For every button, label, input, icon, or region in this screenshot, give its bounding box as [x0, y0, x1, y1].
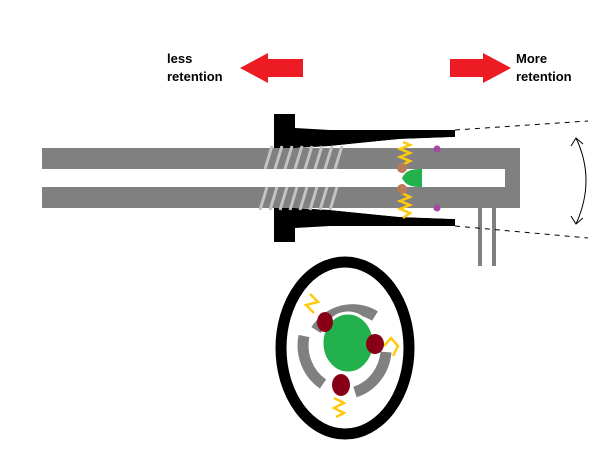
cross-section-ball-top — [317, 312, 333, 332]
ball-upper — [397, 163, 407, 173]
dot-upper — [433, 145, 441, 153]
spring-upper — [396, 140, 414, 167]
ball-lower — [397, 184, 407, 194]
arc-arrowhead-bottom — [570, 215, 584, 225]
rotation-arc — [575, 137, 587, 225]
spring-lower — [396, 191, 414, 220]
thread-lines — [258, 145, 344, 211]
dashed-guides — [454, 120, 589, 239]
right-arrow-icon — [450, 53, 511, 83]
collar-body — [274, 114, 455, 242]
cross-section-ball-bottom — [332, 374, 350, 396]
tube-end-cap — [505, 148, 520, 208]
less-retention-label-line1: less — [167, 51, 193, 66]
less-retention-label-line2: retention — [167, 69, 223, 84]
more-retention-label-line1: More — [516, 51, 548, 66]
dot-lower — [433, 204, 441, 212]
arc-arrowhead-top — [570, 137, 584, 147]
tube-inner-end — [400, 169, 505, 187]
collar-cone — [330, 137, 455, 148]
pin-head — [402, 169, 422, 187]
cross-section-ball-right — [366, 334, 384, 354]
legs — [478, 187, 496, 266]
cross-section-outer-ring — [275, 256, 415, 440]
left-arrow-icon — [240, 53, 303, 83]
collar-cone-lower — [330, 208, 455, 219]
more-retention-label-line2: retention — [516, 69, 572, 84]
cross-section-springs — [303, 293, 400, 419]
